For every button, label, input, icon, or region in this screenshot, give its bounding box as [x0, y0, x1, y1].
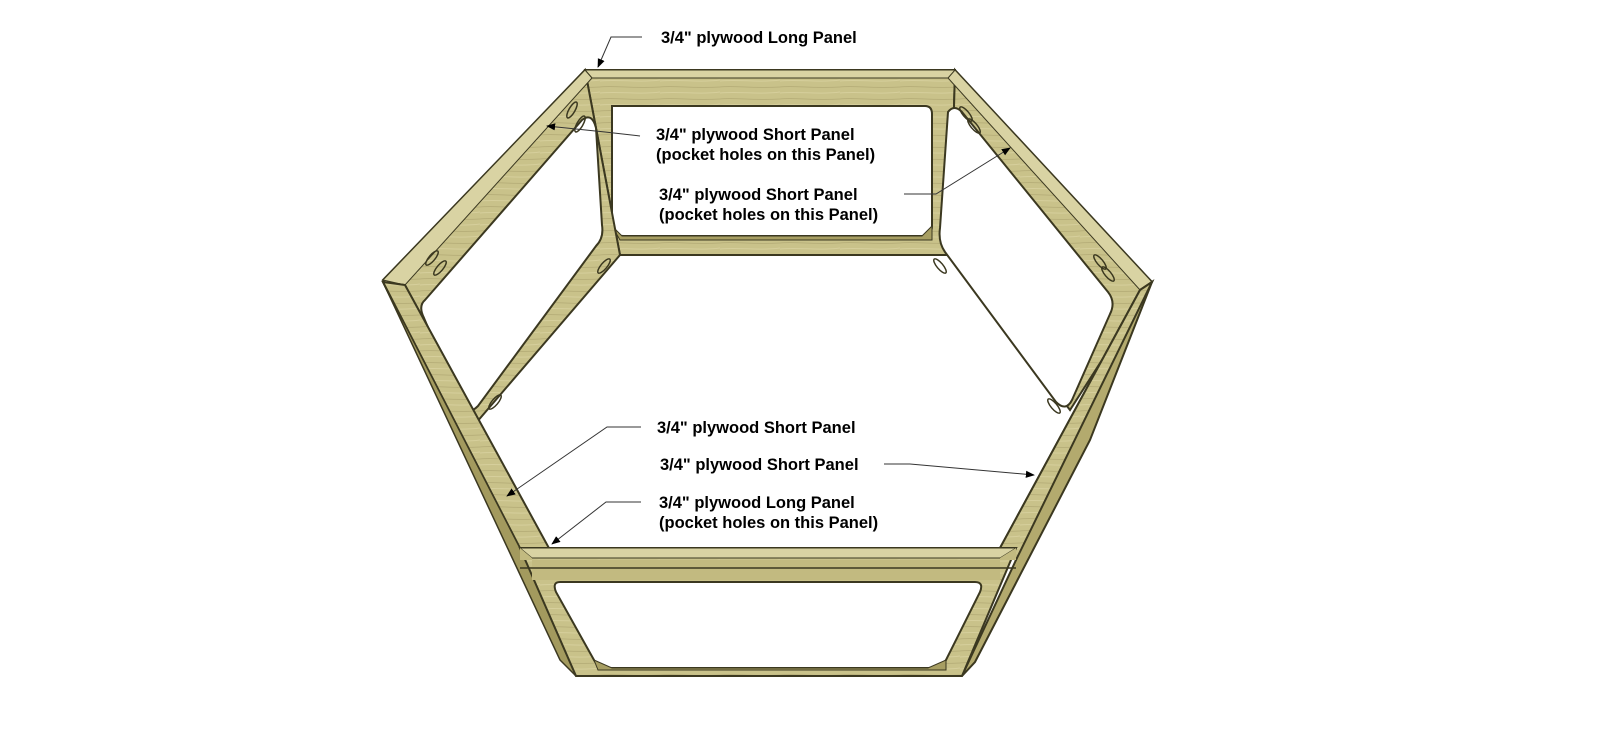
front-left-short-panel: [381, 280, 577, 677]
label-left-short-panel-line1: 3/4" plywood Short Panel: [656, 126, 855, 144]
label-lower-right-short-panel: 3/4" plywood Short Panel: [660, 456, 859, 474]
leader-top-long: [597, 36, 642, 68]
leader-bottom-long: [551, 501, 641, 545]
leader-right-short: [904, 147, 1011, 195]
panel-labels: 3/4" plywood Long Panel 3/4" plywood Sho…: [656, 29, 878, 532]
label-left-short-panel-line2: (pocket holes on this Panel): [656, 146, 875, 164]
front-long-panel: [518, 547, 1018, 677]
label-top-long-panel: 3/4" plywood Long Panel: [661, 29, 857, 47]
leader-lower-left-short: [506, 426, 641, 497]
label-bottom-long-panel-line2: (pocket holes on this Panel): [659, 514, 878, 532]
pocket-hole-marks: [933, 106, 1115, 414]
label-bottom-long-panel-line1: 3/4" plywood Long Panel: [659, 494, 855, 512]
pocket-hole-marks: [425, 101, 611, 410]
label-right-short-panel-line2: (pocket holes on this Panel): [659, 206, 878, 224]
leader-lines: [506, 36, 1035, 545]
label-right-short-panel-line1: 3/4" plywood Short Panel: [659, 186, 858, 204]
leader-lower-right-short: [884, 463, 1035, 478]
leader-left-short: [546, 123, 641, 137]
back-left-short-panel: [381, 67, 622, 432]
label-lower-left-short-panel: 3/4" plywood Short Panel: [657, 419, 856, 437]
back-right-short-panel: [933, 67, 1154, 414]
